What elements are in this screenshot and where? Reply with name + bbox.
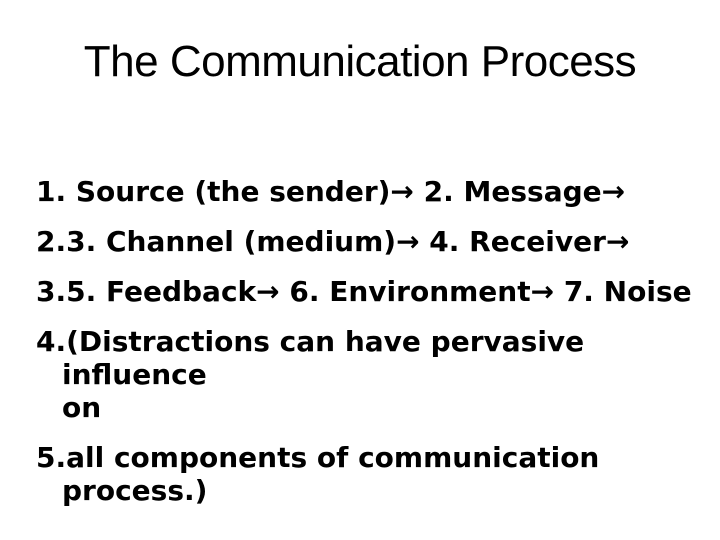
body-text-list: 1. Source (the sender)→ 2. Message→ 2.3.… — [36, 175, 700, 507]
list-item-2: 2.3. Channel (medium)→ 4. Receiver→ — [36, 224, 630, 258]
list-item-1: 1. Source (the sender)→ 2. Message→ — [36, 174, 626, 208]
slide-title: The Communication Process — [83, 37, 637, 86]
list-item-5: 5.all components of communication proces… — [36, 440, 600, 507]
list-item-4: 4.(Distractions can have pervasive influ… — [36, 324, 585, 424]
list-item-3: 3.5. Feedback→ 6. Environment→ 7. Noise — [36, 274, 692, 308]
